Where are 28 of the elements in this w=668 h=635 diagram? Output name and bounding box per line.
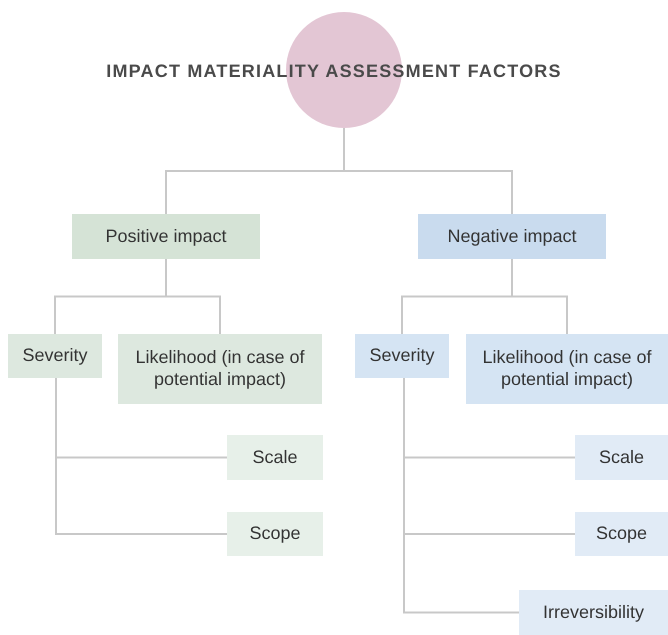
box-label: Negative impact	[447, 226, 577, 248]
category-box	[227, 512, 323, 556]
connector-line	[343, 128, 513, 214]
box-label: Irreversibility	[542, 602, 644, 624]
category-box	[227, 435, 323, 480]
connector-line	[55, 378, 227, 535]
box-label: Scope	[596, 523, 648, 545]
category-box	[575, 512, 668, 556]
box-label: Scope	[249, 523, 301, 545]
category-box	[466, 334, 668, 404]
box-label: Severity	[369, 345, 435, 367]
box-label: Scale	[252, 446, 298, 468]
connector-line	[403, 378, 519, 614]
category-box	[72, 214, 260, 259]
category-box	[118, 334, 322, 404]
box-label: Likelihood (in case of potential impact)	[481, 347, 653, 391]
connector-line	[511, 259, 568, 334]
category-box	[418, 214, 606, 259]
diagram-title: IMPACT MATERIALITY ASSESSMENT FACTORS	[106, 61, 562, 82]
category-box	[575, 435, 668, 480]
category-box	[355, 334, 449, 378]
category-box	[519, 590, 668, 635]
connector-line	[165, 259, 221, 334]
box-label: Scale	[598, 446, 644, 468]
box-label: Severity	[22, 345, 88, 367]
box-label: Likelihood (in case of potential impact)	[134, 347, 306, 391]
category-box	[8, 334, 102, 378]
box-label: Positive impact	[105, 226, 227, 248]
